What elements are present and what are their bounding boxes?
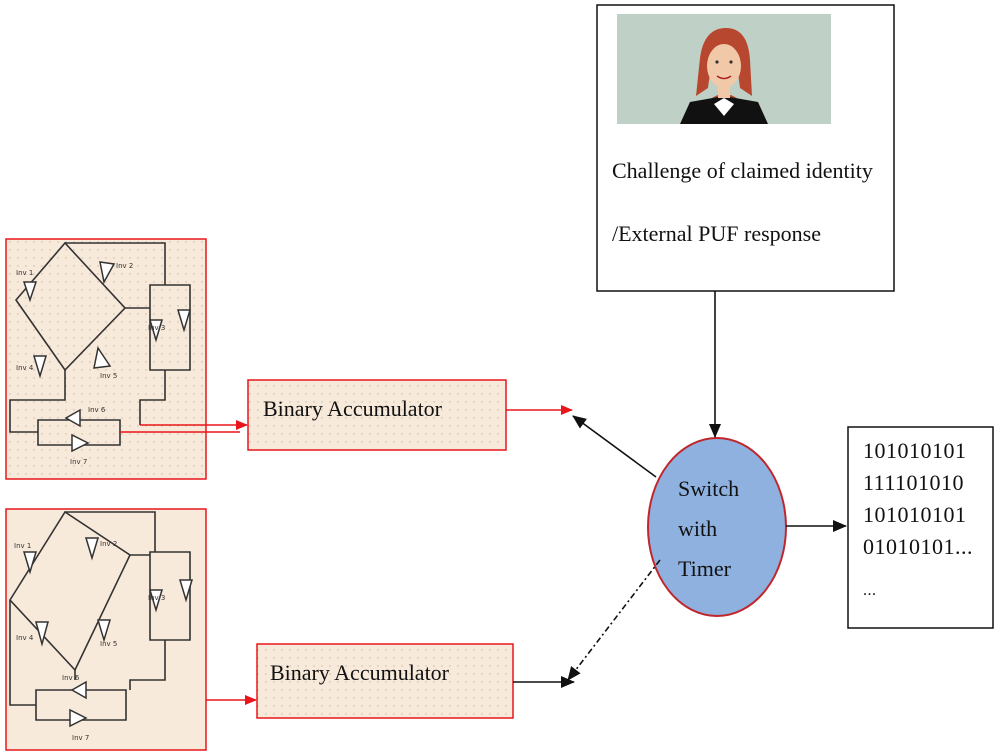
ring-oscillator-circuit-bottom: Inv 1 Inv 2 Inv 3 Inv 4 Inv 5 Inv 6 Inv … bbox=[5, 508, 207, 751]
svg-text:Inv 5: Inv 5 bbox=[100, 372, 117, 380]
output-bits-line-1: 101010101 bbox=[863, 438, 967, 463]
woman-portrait bbox=[617, 14, 831, 124]
svg-text:Inv 3: Inv 3 bbox=[148, 594, 165, 602]
switch-with-timer-node bbox=[647, 437, 787, 617]
switch-label-line3: Timer bbox=[678, 556, 731, 581]
binary-accumulator-top-label: Binary Accumulator bbox=[263, 396, 443, 421]
binary-accumulator-bottom-label: Binary Accumulator bbox=[270, 660, 450, 685]
binary-accumulator-top-box bbox=[247, 379, 507, 451]
output-bits-line-2: 111101010 bbox=[863, 470, 965, 495]
inverter-icon bbox=[22, 261, 192, 453]
binary-accumulator-bottom-box bbox=[256, 643, 514, 719]
svg-text:Inv 2: Inv 2 bbox=[100, 540, 117, 548]
switch-label-line2: with bbox=[678, 516, 718, 541]
switch-to-accumulator-top-arrow bbox=[572, 415, 657, 478]
svg-text:Inv 5: Inv 5 bbox=[100, 640, 117, 648]
svg-text:Inv 6: Inv 6 bbox=[88, 406, 106, 414]
identity-challenge-line2: /External PUF response bbox=[612, 221, 821, 246]
output-bits-line-4: 01010101... bbox=[863, 534, 973, 559]
svg-text:Inv 3: Inv 3 bbox=[148, 324, 165, 332]
output-bits-line-5: ... bbox=[863, 582, 877, 599]
svg-text:Inv 7: Inv 7 bbox=[70, 458, 87, 466]
svg-text:Inv 4: Inv 4 bbox=[16, 634, 34, 642]
bitstream-output-box bbox=[847, 426, 994, 629]
svg-text:Inv 7: Inv 7 bbox=[72, 734, 89, 742]
svg-text:Inv 4: Inv 4 bbox=[16, 364, 34, 372]
svg-text:Inv 1: Inv 1 bbox=[16, 269, 33, 277]
switch-to-accumulator-bottom-dashed-arrow bbox=[567, 559, 661, 681]
svg-text:Inv 2: Inv 2 bbox=[116, 262, 133, 270]
svg-text:Inv 1: Inv 1 bbox=[14, 542, 31, 550]
ring-oscillator-circuit-top: Inv 1 Inv 2 Inv 3 Inv 4 Inv 5 Inv 6 Inv … bbox=[5, 238, 240, 480]
output-bits-line-3: 101010101 bbox=[863, 502, 967, 527]
inverter-icon bbox=[22, 537, 194, 728]
identity-challenge-line1: Challenge of claimed identity bbox=[612, 158, 873, 183]
svg-text:Inv 6: Inv 6 bbox=[62, 674, 80, 682]
switch-label-line1: Switch bbox=[678, 476, 740, 501]
